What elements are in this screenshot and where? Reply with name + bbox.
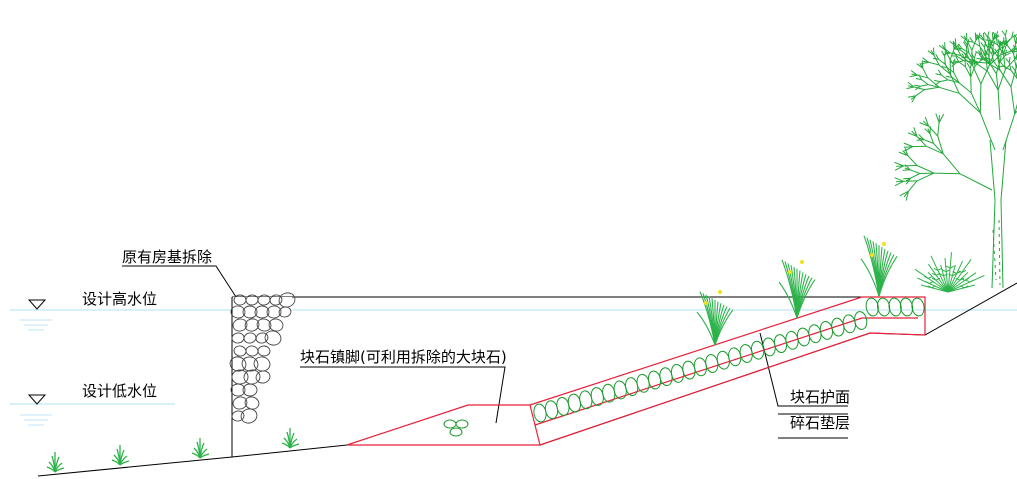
reed-icon	[111, 445, 130, 466]
old-foundation-wall	[231, 297, 292, 457]
tree-icon	[894, 29, 1017, 289]
water-lines	[10, 309, 1017, 426]
stone-revetment-label: 块石护面	[790, 388, 850, 406]
reed-icon	[778, 259, 816, 319]
bush-icon	[914, 252, 985, 293]
inverted-triangle-icon	[27, 299, 47, 310]
reed-icon	[46, 452, 65, 473]
toe-stone-outline	[346, 404, 541, 446]
reed-icon	[191, 438, 210, 459]
gravel-cushion-label: 碎石垫层	[790, 414, 850, 432]
toe-stone-label: 块石镇脚(可利用拆除的大块石)	[300, 348, 507, 366]
demolish-foundation-label: 原有房基拆除	[122, 248, 212, 266]
reed-icon	[281, 428, 300, 449]
plants	[46, 235, 985, 473]
rubble-stones	[229, 292, 296, 424]
revetment-stones	[533, 297, 925, 423]
inverted-triangle-icon	[27, 394, 47, 405]
reed-icon	[696, 290, 734, 346]
low-water-label: 设计低水位	[82, 382, 157, 400]
high-water-label: 设计高水位	[82, 290, 157, 308]
toe-stone-blocks	[443, 419, 469, 437]
leader-lines	[122, 265, 848, 439]
revetment-slope	[529, 296, 926, 446]
reed-icon	[860, 235, 898, 297]
ground-line	[37, 282, 1017, 477]
